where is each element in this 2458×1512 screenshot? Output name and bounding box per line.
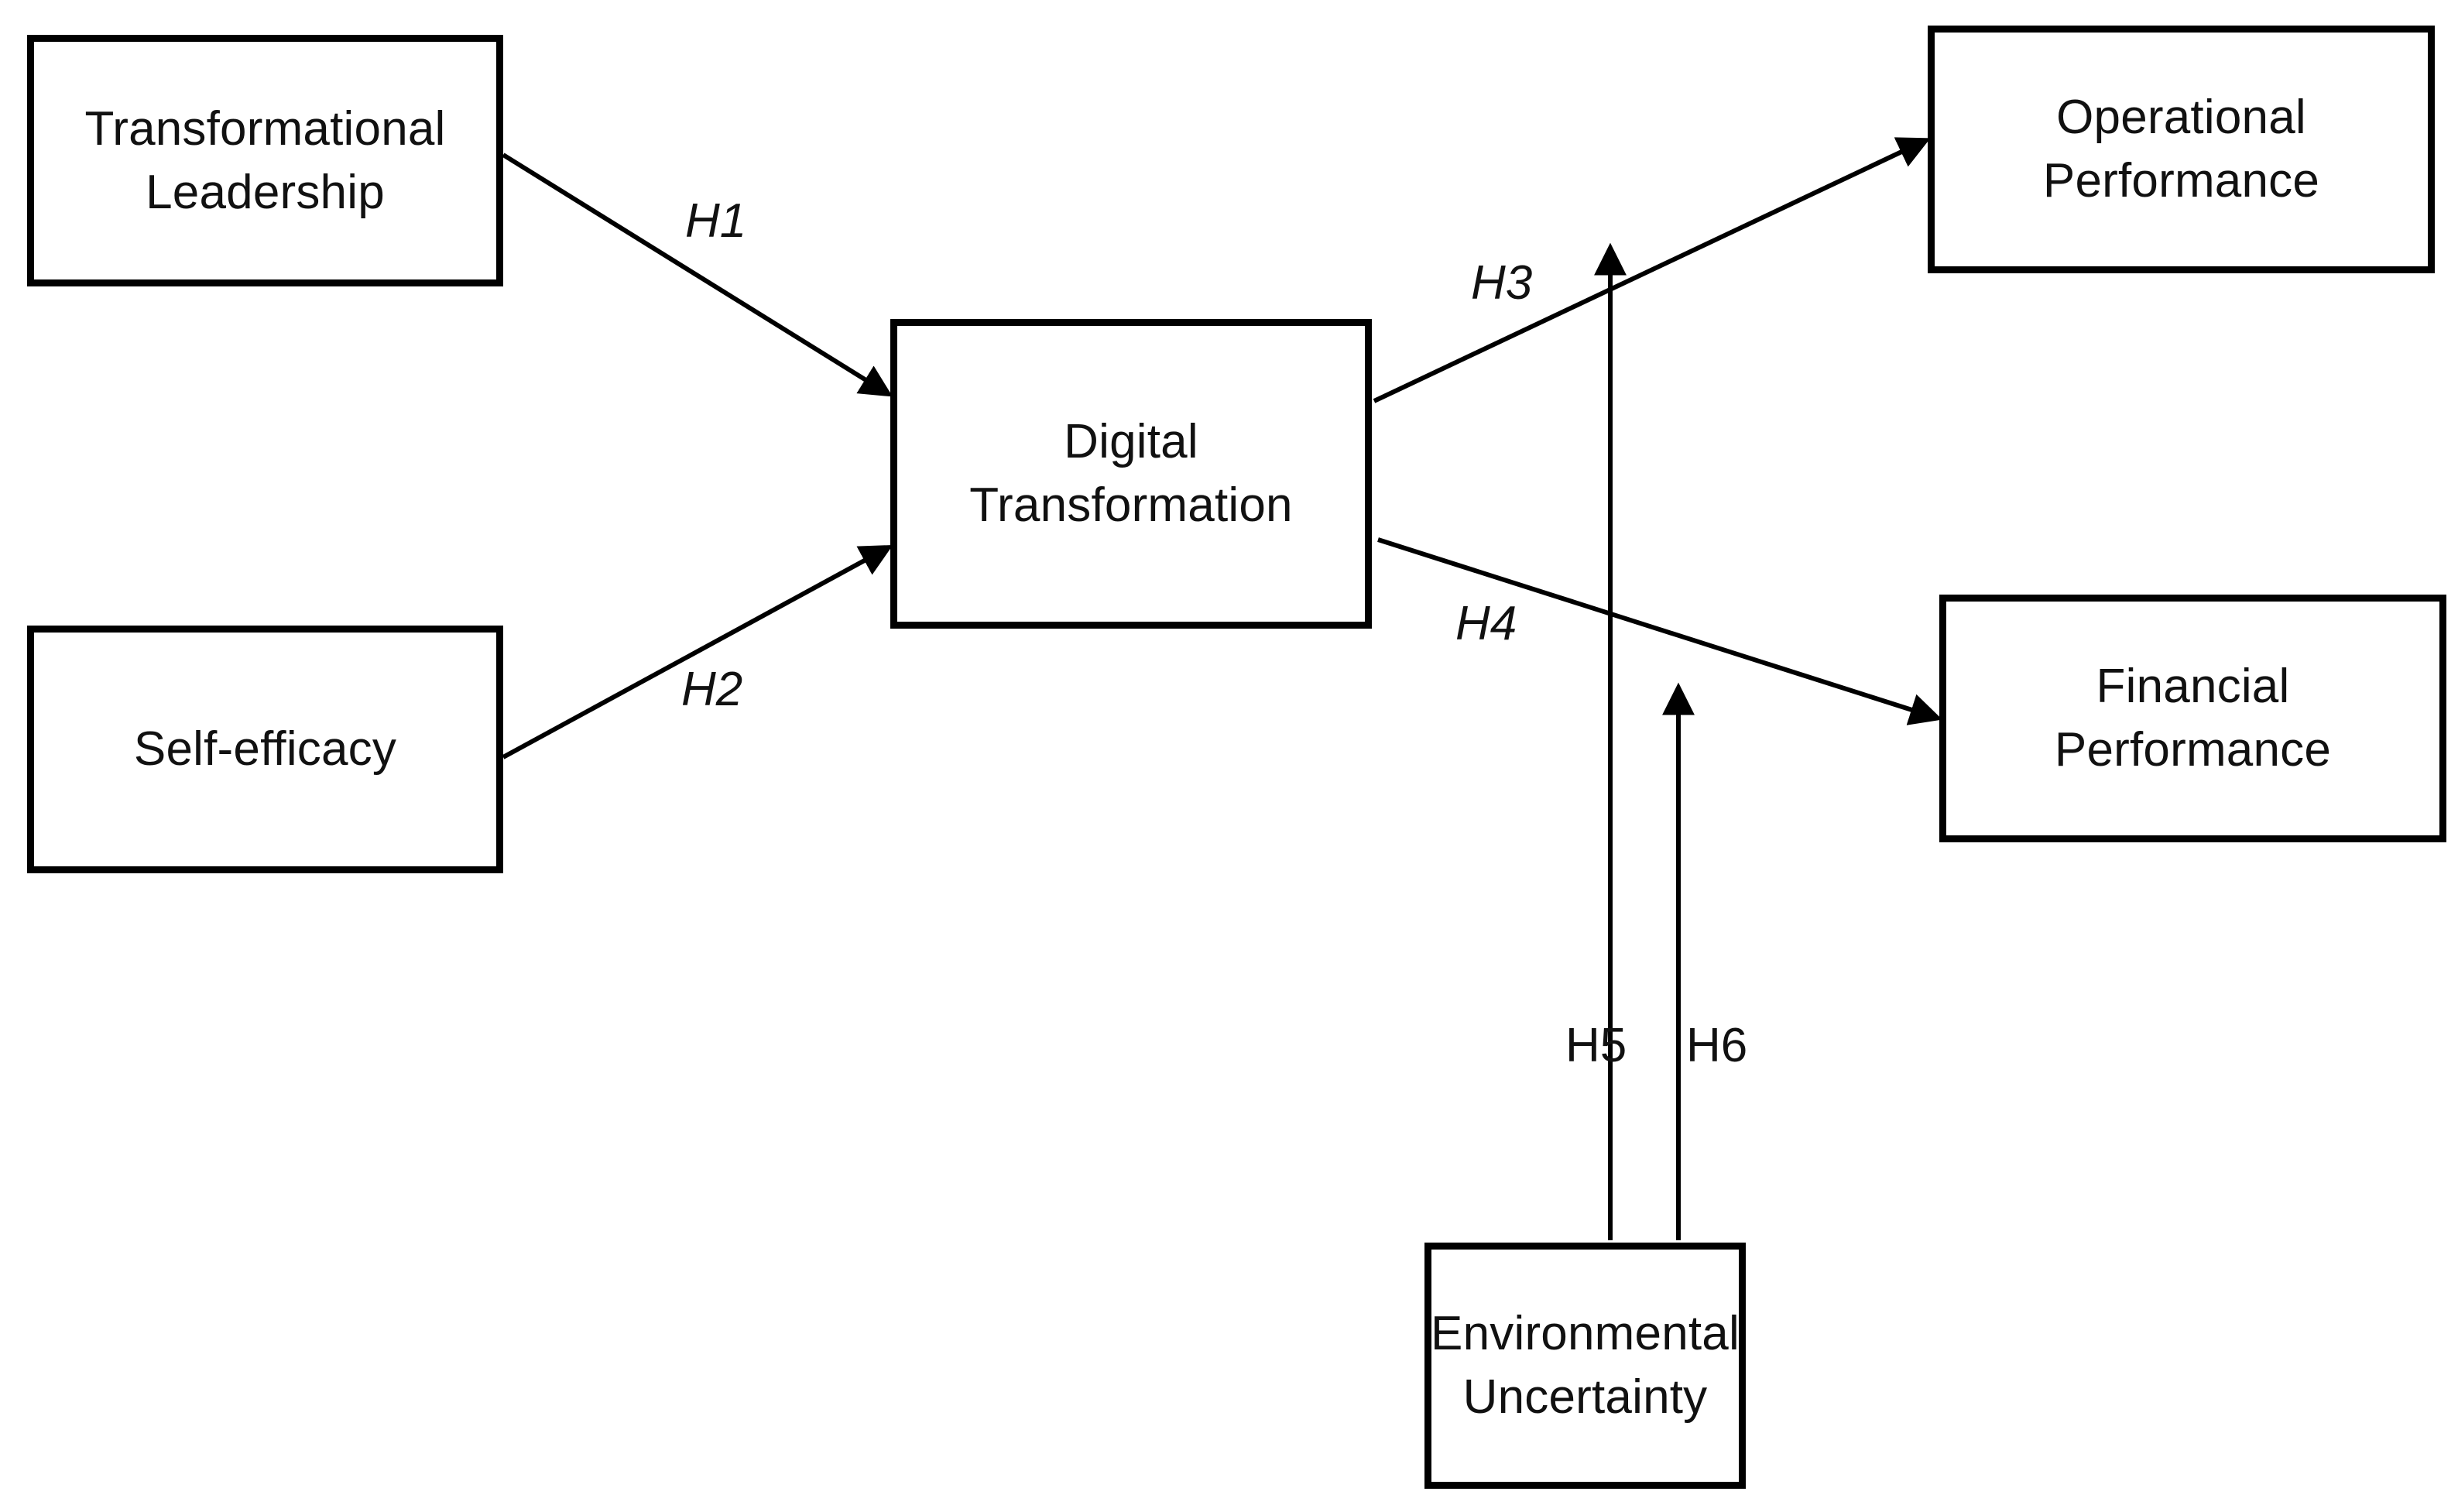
node-label-environmental-uncertainty: Environmental Uncertainty xyxy=(1431,1307,1740,1424)
edge-label-h2: H2 xyxy=(681,663,743,716)
edge-h3-line xyxy=(1373,137,1931,403)
edge-h1-line xyxy=(502,153,893,397)
edge-label-h3: H3 xyxy=(1471,256,1533,310)
node-label-transformational-leadership: Transformational Leadership xyxy=(84,101,446,219)
node-environmental-uncertainty[interactable]: Environmental Uncertainty xyxy=(1424,1243,1746,1489)
node-financial-performance[interactable]: Financial Performance xyxy=(1939,595,2446,842)
edge-label-h1: H1 xyxy=(685,194,747,248)
edge-label-h6: H6 xyxy=(1686,1019,1748,1072)
node-label-self-efficacy: Self-efficacy xyxy=(133,722,397,777)
node-label-operational-performance: Operational Performance xyxy=(2042,91,2320,207)
node-self-efficacy[interactable]: Self-efficacy xyxy=(27,626,503,873)
edge-label-h5: H5 xyxy=(1565,1019,1627,1072)
node-label-financial-performance: Financial Performance xyxy=(2054,660,2332,777)
edge-h2-line xyxy=(502,544,893,759)
edge-label-h4: H4 xyxy=(1455,597,1517,650)
node-transformational-leadership[interactable]: Transformational Leadership xyxy=(27,35,503,286)
node-operational-performance[interactable]: Operational Performance xyxy=(1928,26,2435,273)
node-label-digital-transformation: Digital Transformation xyxy=(969,415,1293,532)
node-digital-transformation[interactable]: Digital Transformation xyxy=(890,319,1372,629)
